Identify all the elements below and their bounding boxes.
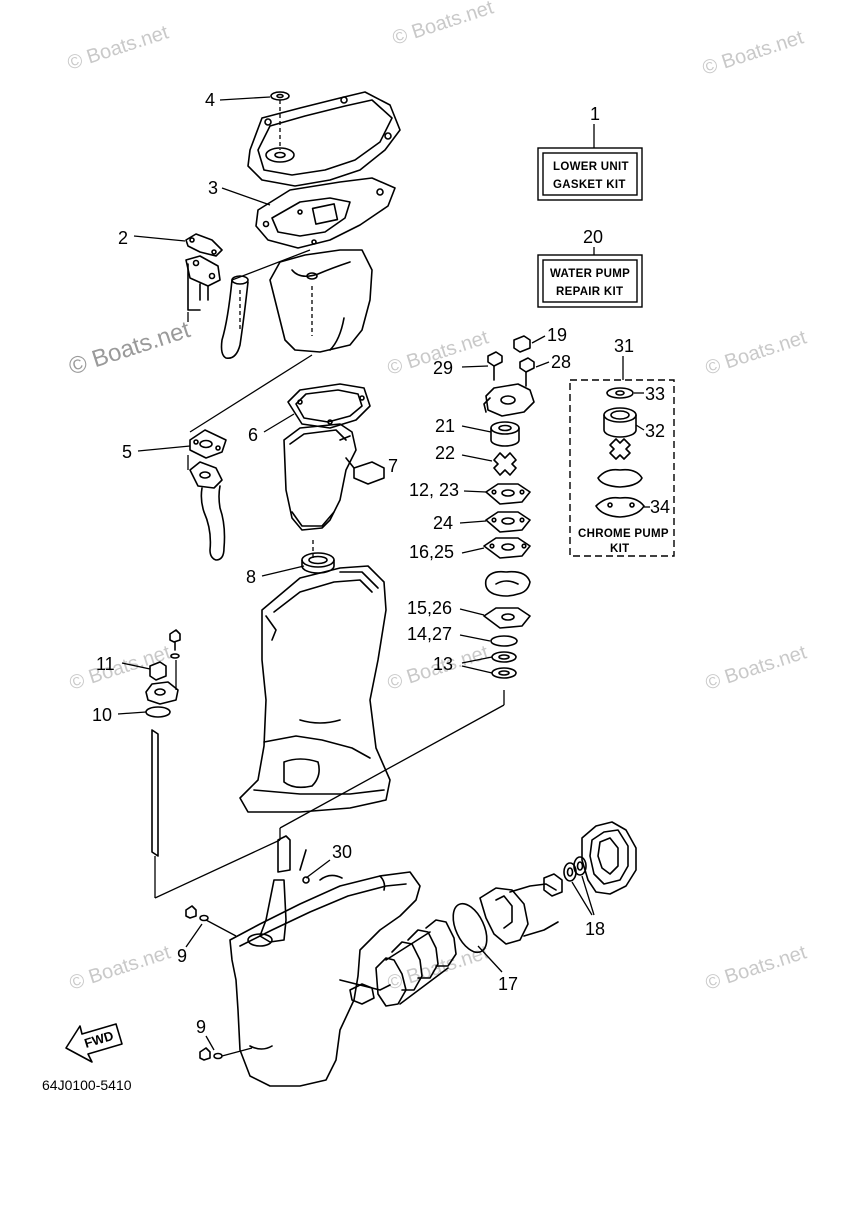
part-5-seal: 5 — [122, 429, 227, 470]
label-19: 19 — [547, 325, 567, 345]
watermark-10: © Boats.net — [67, 941, 174, 994]
label-18: 18 — [585, 919, 605, 939]
label-11: 11 — [96, 654, 115, 674]
diagram-code: 64J0100-5410 — [42, 1077, 132, 1093]
label-16-25: 16,25 — [409, 542, 454, 562]
pump-stack: 19 29 28 21 22 12, 23 — [407, 325, 571, 705]
watermark-1: © Boats.net — [65, 21, 172, 74]
label-21: 21 — [435, 416, 455, 436]
kit-label-water-pump-line2: REPAIR KIT — [556, 286, 623, 298]
kit-number-31: 31 — [614, 336, 634, 356]
label-9-lower: 9 — [196, 1017, 206, 1037]
kit-box-water-pump: 20 WATER PUMP REPAIR KIT — [537, 227, 643, 308]
label-9-upper: 9 — [177, 946, 187, 966]
upper-casing — [269, 249, 373, 353]
label-6: 6 — [248, 425, 258, 445]
watermark-12: © Boats.net — [703, 941, 810, 994]
label-3: 3 — [208, 178, 218, 198]
extension-housing — [283, 423, 357, 560]
watermark-7: © Boats.net — [67, 641, 174, 694]
kit-label-lower-unit-line2: GASKET KIT — [553, 179, 626, 191]
kit-box-chrome-pump: 31 CHROME PUMP KIT — [569, 336, 675, 557]
label-17: 17 — [498, 974, 518, 994]
label-22: 22 — [435, 443, 455, 463]
label-10: 10 — [92, 705, 112, 725]
water-tube-upper — [185, 249, 311, 360]
label-14-27: 14,27 — [407, 624, 452, 644]
part-3-gasket: 3 — [208, 177, 396, 249]
label-15-26: 15,26 — [407, 598, 452, 618]
watermark-4: © Boats.net — [66, 316, 194, 381]
shift-rod-group: 11 10 — [92, 629, 505, 899]
kit-label-lower-unit-line1: LOWER UNIT — [553, 161, 629, 173]
part-7-grommet: 7 — [345, 456, 398, 485]
upper-casing-cover — [247, 91, 401, 187]
lower-casing-upper — [239, 565, 391, 813]
kit-number-20: 20 — [583, 227, 603, 247]
water-tube-lower — [189, 461, 226, 561]
kit-label-chrome-pump-line2: KIT — [610, 543, 629, 555]
label-13: 13 — [433, 654, 453, 674]
watermark-6: © Boats.net — [703, 326, 810, 379]
kit-label-chrome-pump-line1: CHROME PUMP — [578, 528, 669, 540]
part-9-screws: 9 9 — [177, 905, 253, 1061]
label-33: 33 — [645, 384, 665, 404]
prop-shaft-parts: 17 18 — [349, 821, 637, 1007]
kit-number-1: 1 — [590, 104, 600, 124]
part-4-washer: 4 — [205, 90, 290, 150]
label-34: 34 — [650, 497, 670, 517]
label-28: 28 — [551, 352, 571, 372]
watermark-3: © Boats.net — [700, 26, 807, 79]
watermark-2: © Boats.net — [390, 0, 497, 50]
part-2-gasket-small: 2 — [118, 228, 223, 257]
gearcase: 30 — [229, 835, 421, 1087]
label-5: 5 — [122, 442, 132, 462]
label-8: 8 — [246, 567, 256, 587]
watermark-11: © Boats.net — [385, 941, 492, 994]
part-6-gasket: 6 — [248, 383, 371, 445]
kit-box-lower-unit: 1 LOWER UNIT GASKET KIT — [537, 104, 643, 201]
label-30: 30 — [332, 842, 352, 862]
label-12-23: 12, 23 — [409, 480, 459, 500]
label-29: 29 — [433, 358, 453, 378]
label-7: 7 — [388, 456, 398, 476]
fwd-arrow-icon: FWD — [65, 1023, 123, 1063]
label-4: 4 — [205, 90, 215, 110]
part-8-oil-seal: 8 — [246, 552, 335, 587]
label-32: 32 — [645, 421, 665, 441]
kit-label-water-pump-line1: WATER PUMP — [550, 268, 630, 280]
watermark-9: © Boats.net — [703, 641, 810, 694]
label-24: 24 — [433, 513, 453, 533]
chrome-kit-labels: 33 32 34 — [634, 384, 670, 517]
label-2: 2 — [118, 228, 128, 248]
